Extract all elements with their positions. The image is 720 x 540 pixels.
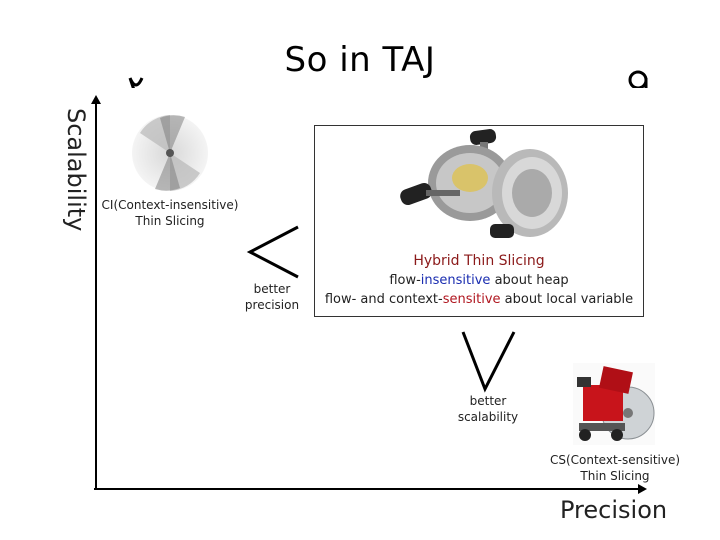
ci-caption: CI(Context-insensitive) Thin Slicing — [95, 197, 245, 229]
hybrid-line3-pre: flow- and context- — [324, 292, 443, 307]
cs-saw-machine-image — [573, 363, 655, 445]
less-than-symbol — [246, 225, 299, 279]
better-precision-line2: precision — [244, 298, 300, 312]
ci-caption-line1: CI(Context-insensitive) — [101, 198, 239, 212]
hybrid-line2-highlight: insensitive — [420, 273, 491, 288]
title-background-fragment — [110, 60, 670, 88]
ci-caption-line2: Thin Slicing — [135, 214, 205, 228]
hybrid-line-local: flow- and context-sensitive about local … — [314, 290, 644, 309]
better-precision-label: better precision — [232, 281, 312, 313]
cs-caption-line2: Thin Slicing — [580, 469, 650, 483]
hybrid-line-heap: flow-insensitive about heap — [314, 271, 644, 290]
hybrid-line3-post: about local variable — [500, 292, 634, 307]
hybrid-line3-highlight: sensitive — [442, 292, 501, 307]
hybrid-line2-pre: flow- — [389, 273, 421, 288]
better-scalability-label: better scalability — [443, 393, 533, 425]
x-axis-label: Precision — [560, 496, 668, 524]
x-axis-arrowhead — [638, 484, 647, 494]
cs-caption-line1: CS(Context-sensitive) — [549, 453, 681, 467]
better-scalability-line1: better — [469, 394, 507, 408]
better-scalability-line2: scalability — [457, 410, 519, 424]
v-symbol — [461, 331, 516, 393]
cs-caption: CS(Context-sensitive) Thin Slicing — [545, 452, 685, 484]
y-axis-arrowhead — [91, 95, 101, 104]
y-axis-label: Scalability — [62, 108, 90, 232]
slide-title: So in TAJ — [284, 40, 436, 80]
hybrid-line2-post: about heap — [490, 273, 569, 288]
hybrid-title: Hybrid Thin Slicing — [413, 253, 545, 269]
hybrid-description: Hybrid Thin Slicing flow-insensitive abo… — [314, 252, 644, 309]
better-precision-line1: better — [253, 282, 291, 296]
obscured-text-fragments — [128, 70, 648, 88]
fishing-reel-image — [400, 128, 580, 248]
ci-spinning-disk-image — [130, 113, 210, 193]
